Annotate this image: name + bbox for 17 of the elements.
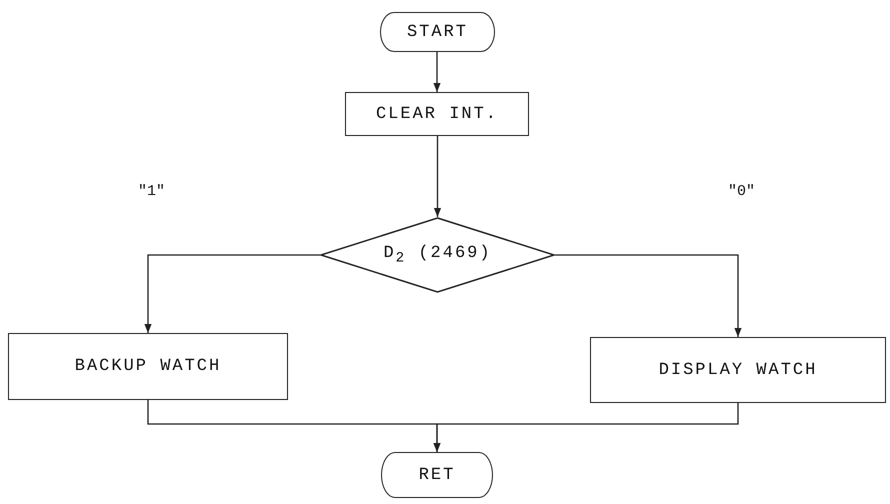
process-box bbox=[590, 337, 886, 403]
arrow bbox=[555, 254, 742, 337]
terminal-shape bbox=[381, 452, 493, 498]
process-box bbox=[345, 92, 529, 136]
arrow bbox=[434, 136, 442, 217]
node-label: CLEAR INT. bbox=[376, 104, 498, 124]
arrow bbox=[144, 254, 320, 333]
node-label: RET bbox=[418, 466, 456, 484]
node-label: BACKUP WATCH bbox=[74, 357, 222, 376]
node-label: D$_{2}$ (2469) bbox=[383, 244, 492, 266]
decision-diamond bbox=[320, 217, 555, 293]
arrow bbox=[433, 52, 441, 92]
node-label: START bbox=[406, 22, 468, 42]
terminal-shape bbox=[380, 12, 495, 52]
process-box bbox=[8, 333, 288, 400]
arrow bbox=[433, 403, 739, 452]
node-label: DISPLAY WATCH bbox=[658, 360, 818, 380]
